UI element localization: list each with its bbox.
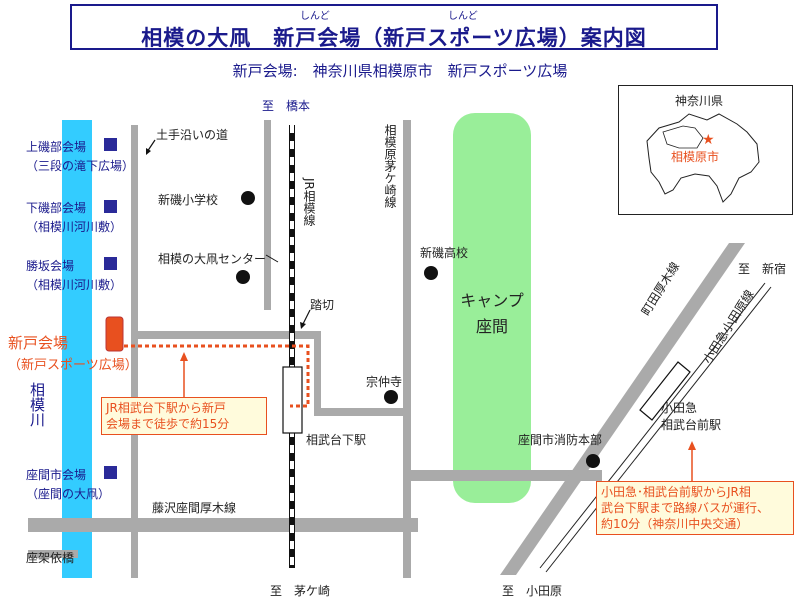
venue-name-1: 上磯部会場 xyxy=(26,140,87,154)
title-box: しんど しんど 相模の大凧 新戸会場（新戸スポーツ広場）案内図 xyxy=(70,4,718,50)
page-title: 相模の大凧 新戸会場（新戸スポーツ広場）案内図 xyxy=(141,26,647,50)
inset-star-icon: ★ xyxy=(702,132,715,148)
odakyu-line-1 xyxy=(539,282,766,569)
to-odawara-label: 至 小田原 xyxy=(502,584,563,598)
kanagawa-outline xyxy=(646,113,760,203)
venue-detail-3: （相模川河川敷） xyxy=(26,278,123,292)
to-chigasaki-label: 至 茅ケ崎 xyxy=(270,584,331,598)
to-shinjuku-label: 至 新宿 xyxy=(738,262,787,276)
page-subtitle: 新戸会場: 神奈川県相模原市 新戸スポーツ広場 xyxy=(232,62,568,80)
shinso-high-dot xyxy=(424,266,438,280)
jr-line-label: JR相模線 xyxy=(302,178,316,226)
dote-road xyxy=(131,125,138,578)
venue-marker-shimoisobe xyxy=(104,200,117,213)
sobudai-station-label: 相武台下駅 xyxy=(306,433,367,447)
bus-note-line-1: 小田急･相武台前駅からJR相 xyxy=(601,485,751,499)
sagamihara-outline xyxy=(662,125,704,149)
machida-atsugi-road xyxy=(500,243,745,575)
road-east xyxy=(410,470,602,481)
fire-dept-dot xyxy=(586,454,600,468)
venue-name-2: 下磯部会場 xyxy=(26,201,87,215)
road-to-venue xyxy=(131,331,321,339)
odakyu-station-label-1: 小田急 xyxy=(661,401,698,415)
venue-marker-shindo xyxy=(105,316,124,352)
walking-route xyxy=(124,344,310,408)
fujisawa-road-label: 藤沢座間厚木線 xyxy=(152,501,237,515)
main-venue-name: 新戸会場 xyxy=(8,334,69,352)
inset-prefecture-label: 神奈川県 xyxy=(675,94,724,108)
dote-road-label: 土手沿いの道 xyxy=(156,128,229,142)
bus-note-line-2: 武台下駅まで路線バスが運行、 xyxy=(601,501,770,515)
kite-center-label: 相模の大凧センター xyxy=(158,252,267,266)
shinso-high-label: 新磯高校 xyxy=(420,246,469,260)
bus-note-line-3: 約10分（神奈川中央交通） xyxy=(601,517,749,531)
bridge-road xyxy=(28,550,78,558)
soshuji-dot xyxy=(384,390,398,404)
venue-detail-2: （相模川河川敷） xyxy=(26,220,123,234)
zakkabashi-label: 座架依橋 xyxy=(26,551,75,565)
venue-marker-zama xyxy=(104,466,117,479)
fire-dept-label: 座間市消防本部 xyxy=(518,433,603,447)
sagamihara-chigasaki-label: 相模原茅ケ崎線 xyxy=(383,124,397,208)
roads xyxy=(28,120,602,578)
road-soshuji xyxy=(314,408,409,416)
walk-note-line-1: JR相武台下駅から新戸 xyxy=(106,401,226,415)
walk-note: JR相武台下駅から新戸 会場まで徒歩で約15分 xyxy=(101,397,267,435)
road-connector xyxy=(314,331,321,415)
odakyu-station-box xyxy=(639,361,691,421)
sagami-river xyxy=(62,120,92,578)
bus-note-arrow xyxy=(688,441,696,450)
venue-name-4: 座間市会場 xyxy=(26,468,87,482)
inset-map: 神奈川県 ★ 相模原市 xyxy=(618,85,793,215)
fujisawa-road xyxy=(28,518,418,532)
sobudai-station-box xyxy=(282,366,303,434)
odakyu-station-label-2: 相武台前駅 xyxy=(661,418,722,432)
venue-name-3: 勝坂会場 xyxy=(26,259,75,273)
title-ruby-2: しんど xyxy=(448,11,478,22)
walk-note-arrow xyxy=(180,352,188,361)
kite-center-pointer xyxy=(265,254,279,263)
main-venue-detail: （新戸スポーツ広場） xyxy=(8,358,138,373)
dote-pointer-head xyxy=(146,148,151,155)
venue-detail-1: （三段の滝下広場） xyxy=(26,159,135,173)
odakyu-line-2 xyxy=(545,286,772,573)
sagamihara-chigasaki-road xyxy=(403,120,411,578)
walk-note-line-2: 会場まで徒歩で約15分 xyxy=(106,417,230,431)
shinso-school-label: 新磯小学校 xyxy=(158,193,219,207)
venue-detail-4: （座間の大凧） xyxy=(26,487,111,501)
fumikiri-pointer-head xyxy=(300,322,306,329)
camp-zama-area xyxy=(453,113,531,503)
soshuji-label: 宗仲寺 xyxy=(366,375,403,389)
to-hashimoto-label: 至 橋本 xyxy=(262,99,311,113)
venue-marker-kamiisobe xyxy=(104,138,117,151)
inset-graphic: ★ xyxy=(646,113,760,203)
venue-marker-katsusaka xyxy=(104,257,117,270)
bus-note: 小田急･相武台前駅からJR相 武台下駅まで路線バスが運行、 約10分（神奈川中央… xyxy=(596,481,794,535)
road-north xyxy=(264,120,271,310)
inset-city-label: 相模原市 xyxy=(671,150,720,164)
camp-zama-label: キャンプ座間 xyxy=(460,291,524,336)
fumikiri-label: 踏切 xyxy=(310,298,335,312)
sagami-river-label: 相模川 xyxy=(28,382,46,427)
kite-center-dot xyxy=(236,270,250,284)
title-ruby-1: しんど xyxy=(300,11,330,22)
shinso-school-dot xyxy=(241,191,255,205)
